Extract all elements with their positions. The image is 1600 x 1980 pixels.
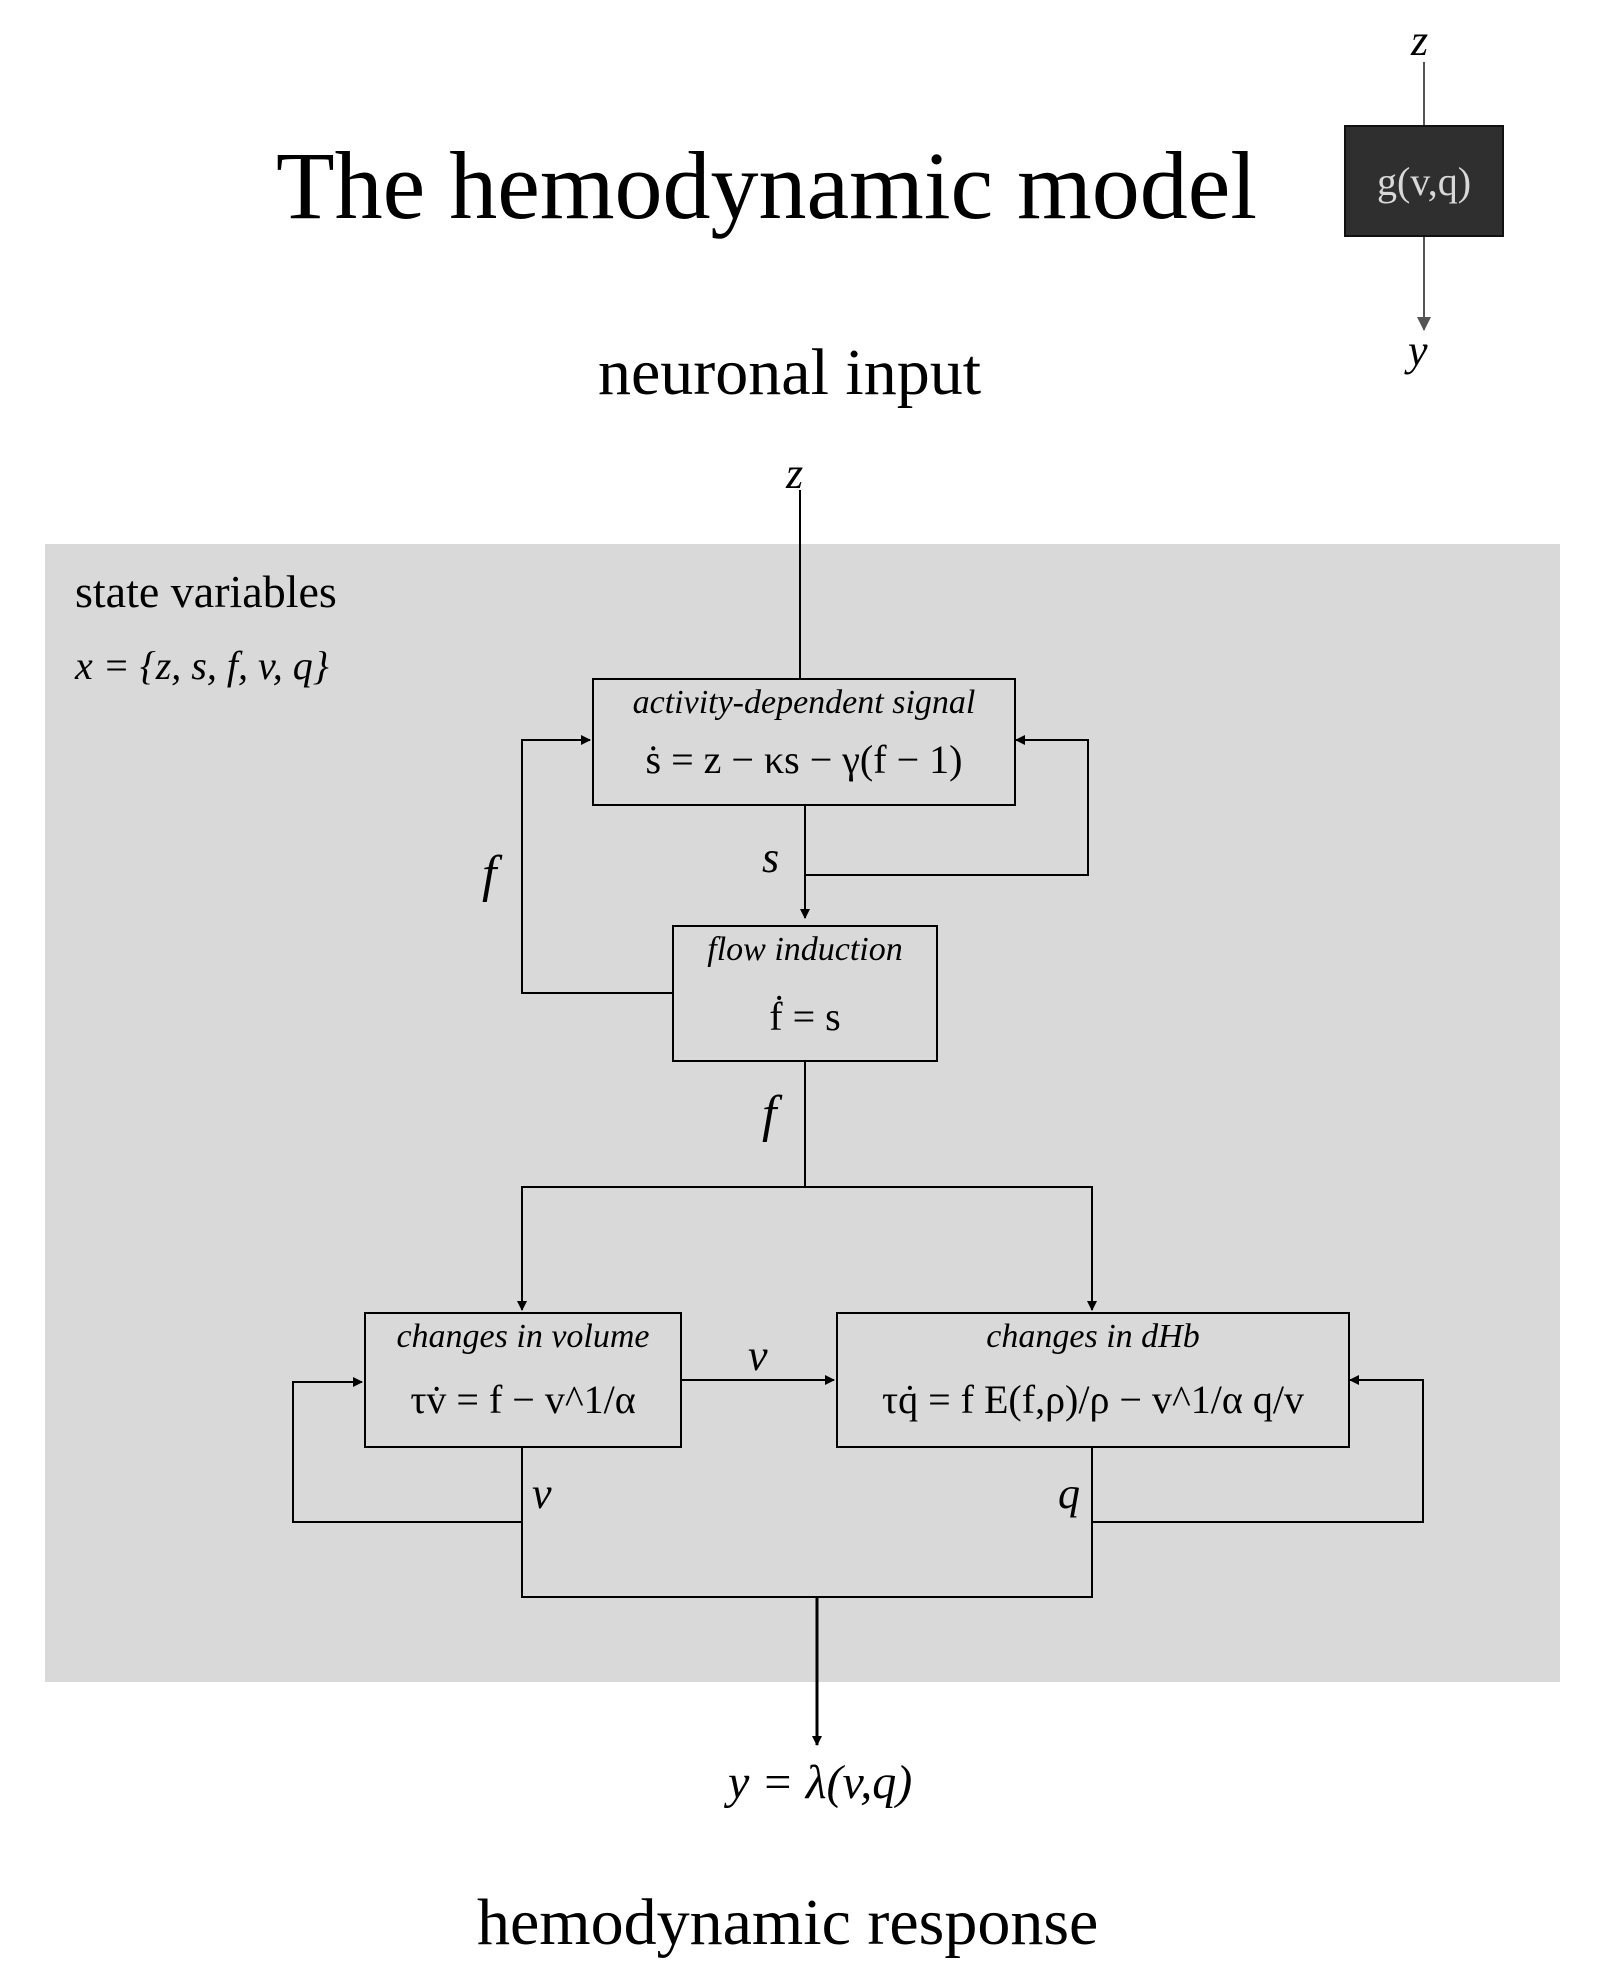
state-variables-equation: x = {z, s, f, v, q} [75,643,329,688]
mini-block-g: g(v,q) [1344,125,1504,237]
f-feedback-arrow [521,735,672,994]
f-out-label: f [762,1086,777,1143]
mini-block-label: g(v,q) [1376,158,1472,204]
dhb-self-feedback [1091,1375,1424,1523]
v-out-label: v [532,1469,552,1518]
f-feedback-label: f [482,846,497,903]
mini-output-label: y [1408,326,1428,375]
dhb-box-title: changes in dHb [986,1318,1200,1355]
signal-box: activity-dependent signal ṡ = z − κs − γ… [592,678,1016,806]
volume-box-title: changes in volume [396,1318,650,1355]
q-out-label: q [1058,1469,1080,1518]
signal-self-feedback [805,735,1089,876]
volume-self-feedback [292,1377,523,1523]
flow-box-equation: ḟ = s [769,994,841,1039]
flow-box: flow induction ḟ = s [672,925,938,1062]
state-variables-label: state variables [75,566,337,617]
output-heading: hemodynamic response [477,1886,1099,1959]
diagram-title: The hemodynamic model [276,132,1258,239]
v-transfer-label: v [748,1331,768,1380]
signal-box-title: activity-dependent signal [632,684,976,721]
z-edge-label: z [786,449,804,498]
f-to-dhb-arrow [805,1186,1097,1311]
dhb-box: changes in dHb τq̇ = f E(f,ρ)/ρ − v^1/α … [836,1312,1350,1448]
input-heading: neuronal input [598,336,982,409]
dhb-box-equation: τq̇ = f E(f,ρ)/ρ − v^1/α q/v [882,1377,1304,1422]
mini-input-label: z [1411,16,1429,65]
s-edge-label: s [762,833,780,882]
signal-box-equation: ṡ = z − κs − γ(f − 1) [645,737,963,782]
f-to-volume-arrow [517,1186,805,1311]
flow-box-title: flow induction [707,931,903,968]
volume-box: changes in volume τv̇ = f − v^1/α [364,1312,682,1448]
combine-line [521,1522,1093,1598]
output-equation: y = λ(v,q) [728,1756,913,1809]
volume-box-equation: τv̇ = f − v^1/α [410,1377,636,1422]
